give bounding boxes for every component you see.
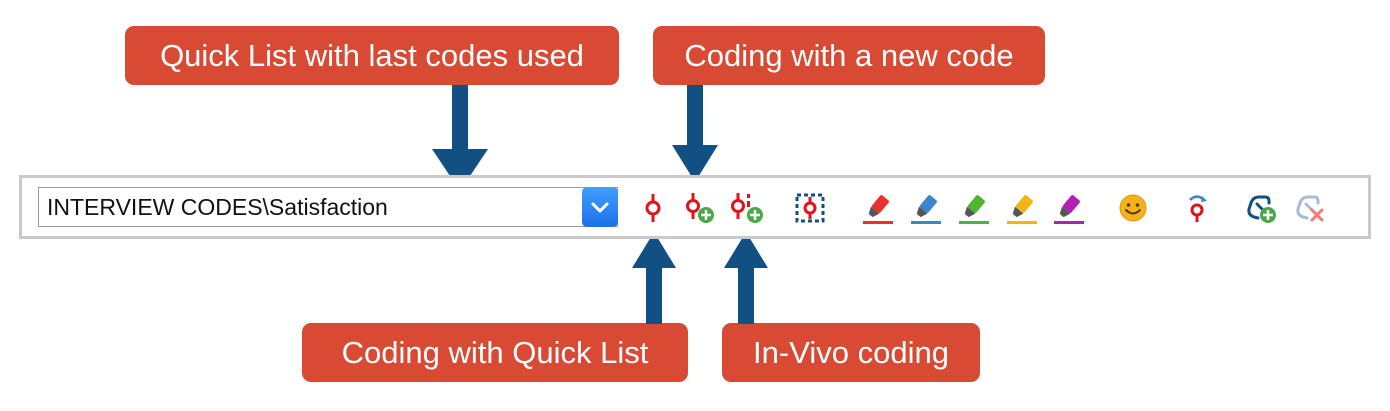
highlight-green-icon[interactable] [957, 191, 991, 225]
callout-new-code: Coding with a new code [653, 26, 1045, 85]
undo-coding-icon[interactable] [1180, 191, 1214, 225]
quick-list-dropdown-button[interactable] [582, 187, 618, 227]
emoticon-icon[interactable] [1116, 191, 1150, 225]
callout-coding-quick-list: Coding with Quick List [302, 323, 688, 382]
add-link-icon[interactable] [1245, 191, 1279, 225]
quick-list-combobox[interactable]: INTERVIEW CODES\Satisfaction [38, 187, 618, 227]
arrow-up-in-vivo [724, 232, 768, 324]
chevron-down-icon [591, 202, 609, 213]
code-selection-icon[interactable] [793, 191, 827, 225]
arrow-down-new-code [672, 85, 718, 182]
quick-list-value: INTERVIEW CODES\Satisfaction [47, 194, 388, 220]
highlight-yellow-icon[interactable] [1005, 191, 1039, 225]
code-with-new-code-icon[interactable] [682, 191, 716, 225]
callout-quick-list: Quick List with last codes used [125, 26, 619, 85]
highlight-blue-icon[interactable] [909, 191, 943, 225]
callout-in-vivo: In-Vivo coding [722, 323, 980, 382]
highlight-purple-icon[interactable] [1052, 191, 1086, 225]
in-vivo-coding-icon[interactable] [731, 191, 765, 225]
arrow-up-coding-quick-list [632, 232, 676, 324]
highlight-red-icon[interactable] [861, 191, 895, 225]
remove-link-icon[interactable] [1294, 191, 1328, 225]
arrow-down-quick-list [432, 85, 488, 191]
code-with-quick-list-icon[interactable] [636, 191, 670, 225]
